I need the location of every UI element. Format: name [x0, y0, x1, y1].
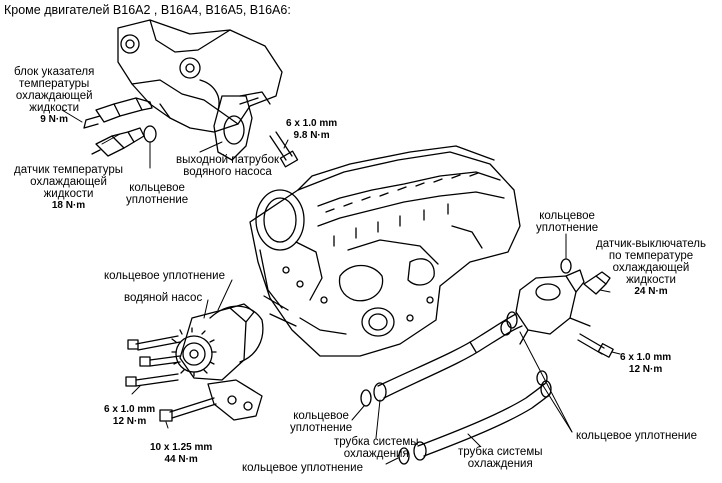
o-ring-pump: [209, 305, 264, 363]
o-ring-top: [143, 125, 157, 143]
diagram-title: Кроме двигателей B16A2 , B16A4, B16A5, B…: [4, 3, 291, 17]
label-temp-sensor: датчик температуры охлаждающей жидкости …: [14, 164, 124, 211]
thermo-switch: [583, 271, 611, 295]
thermostat-housing: [515, 269, 591, 345]
bolt-right: [577, 333, 614, 358]
label-coolant-pipe-1: трубка системы охлаждения: [334, 436, 419, 460]
label-bolt-left: 6 x 1.0 mm 12 N·m: [104, 404, 156, 427]
leader-lines: [61, 109, 621, 465]
label-o-ring-bottom-right: кольцевое уплотнение: [576, 430, 697, 442]
label-o-ring-right-top: кольцевое уплотнение: [536, 210, 599, 234]
o-ring-pipe-1: [500, 320, 512, 336]
temp-sensor: [91, 127, 145, 157]
coolant-pipe-1: [373, 311, 523, 402]
coolant-pipe-2: [413, 380, 552, 461]
bolts-left: [125, 335, 181, 387]
label-temp-gauge-unit: блок указателя температуры охлаждающей ж…: [14, 66, 95, 125]
o-ring-mid: [360, 389, 372, 407]
label-o-ring-bottom: кольцевое уплотнение: [242, 462, 363, 474]
label-bolt-right: 6 x 1.0 mm 12 N·m: [620, 352, 672, 375]
water-outlet-housing: [213, 95, 259, 161]
label-o-ring-mid: кольцевое уплотнение: [290, 410, 353, 434]
label-water-pump: водяной насос: [124, 292, 203, 304]
bolt-top: [269, 131, 299, 168]
o-ring-pipe-2: [536, 370, 548, 386]
o-ring-right-top: [560, 258, 572, 274]
label-water-outlet: выходной патрубок водяного насоса: [176, 154, 280, 178]
label-bolt-top: 6 x 1.0 mm 9.8 N·m: [286, 118, 338, 141]
label-o-ring-pump: кольцевое уплотнение: [104, 270, 225, 282]
engine-block: [249, 145, 521, 357]
temp-gauge-unit: [83, 97, 153, 129]
bracket-bottom: [159, 379, 263, 422]
upper-engine-housing: [117, 19, 283, 133]
label-o-ring-top: кольцевое уплотнение: [126, 182, 189, 206]
label-thermo-switch: датчик-выключатель по температуре охлажд…: [596, 238, 707, 297]
label-bolt-bottom: 10 x 1.25 mm 44 N·m: [150, 442, 213, 465]
label-coolant-pipe-2: трубка системы охлаждения: [458, 446, 543, 470]
o-ring-bottom: [398, 447, 410, 465]
